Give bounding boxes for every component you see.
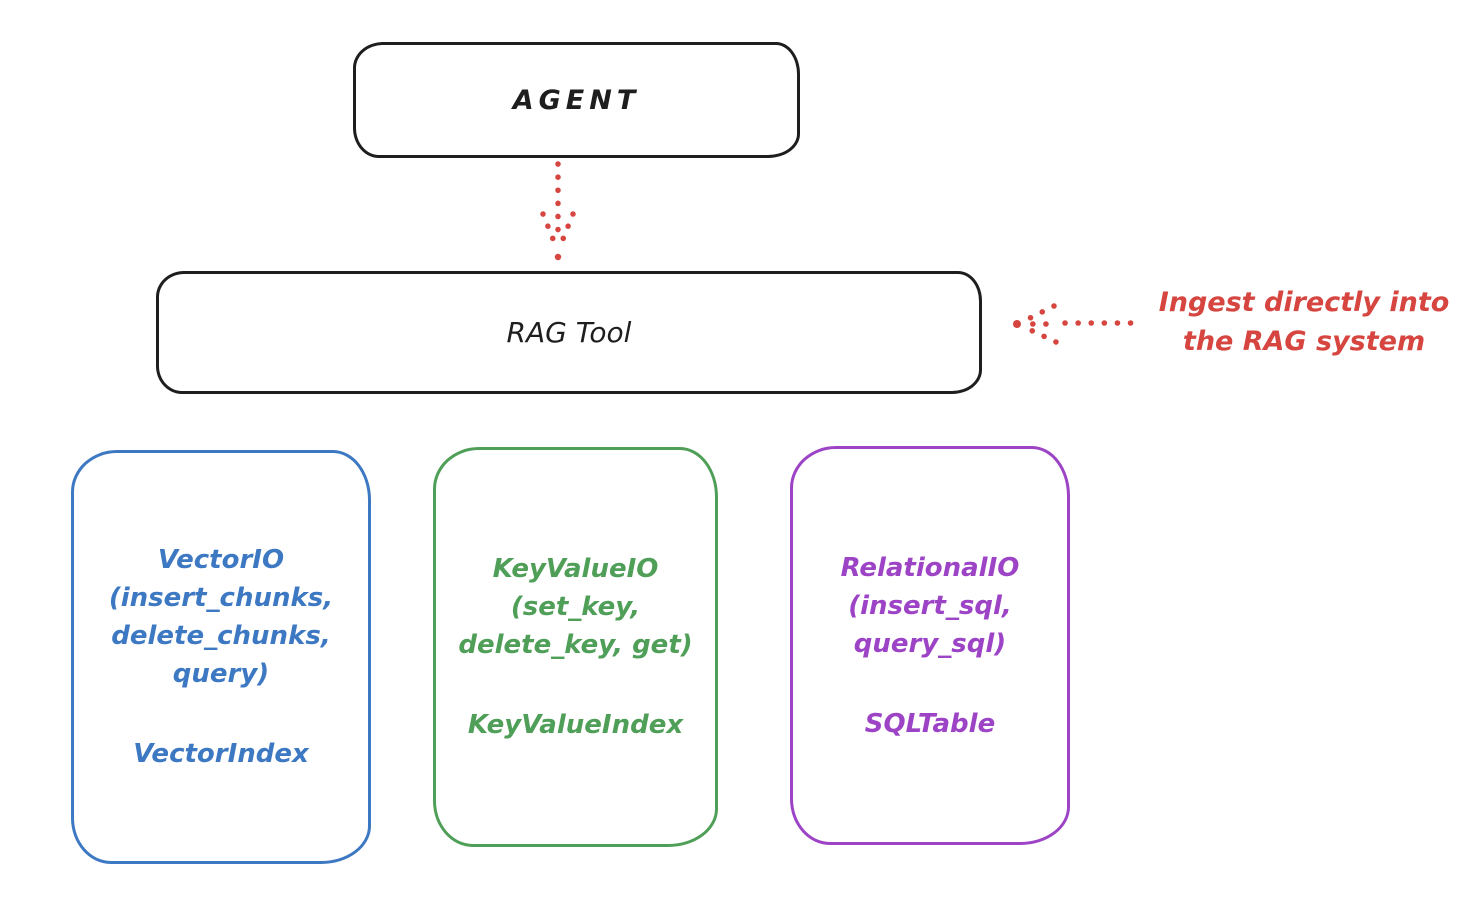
io-box-heading: RelationalIO (insert_sql, query_sql) xyxy=(841,549,1020,663)
io-box-line: delete_key, get) xyxy=(458,630,693,660)
io-box-line: query) xyxy=(172,659,270,689)
io-box-line: RelationalIO xyxy=(840,552,1020,583)
agent-box: AGENT xyxy=(353,42,800,158)
io-box-line: (insert_chunks, xyxy=(108,583,334,613)
io-box-heading: KeyValueIO (set_key, delete_key, get) xyxy=(458,550,692,664)
io-box-index-label: VectorIndex xyxy=(133,739,309,769)
io-box-line: VectorIO xyxy=(157,545,285,575)
io-box-line: query_sql) xyxy=(853,628,1007,659)
io-box-line: KeyValueIO xyxy=(492,554,659,584)
keyvalue-io-box: KeyValueIO (set_key, delete_key, get) Ke… xyxy=(433,447,718,847)
io-box-heading: VectorIO (insert_chunks, delete_chunks, … xyxy=(109,541,333,693)
vector-io-box: VectorIO (insert_chunks, delete_chunks, … xyxy=(71,450,371,864)
rag-tool-label: RAG Tool xyxy=(506,316,632,349)
io-box-line: (set_key, xyxy=(510,592,641,622)
dotted-arrow-down-icon xyxy=(540,161,576,261)
io-box-index-label: KeyValueIndex xyxy=(467,710,684,740)
annotation-text: Ingest directly into the RAG system xyxy=(1128,283,1480,361)
io-box-index-label: SQLTable xyxy=(864,708,996,739)
dotted-arrow-left-icon xyxy=(1013,303,1137,345)
annotation-line-2: the RAG system xyxy=(1182,326,1426,357)
annotation-line-1: Ingest directly into xyxy=(1158,287,1450,318)
relational-io-box: RelationalIO (insert_sql, query_sql) SQL… xyxy=(790,446,1070,845)
rag-tool-box: RAG Tool xyxy=(156,271,982,394)
io-box-line: delete_chunks, xyxy=(111,621,331,651)
agent-label: AGENT xyxy=(512,84,641,116)
io-box-line: (insert_sql, xyxy=(848,590,1012,621)
